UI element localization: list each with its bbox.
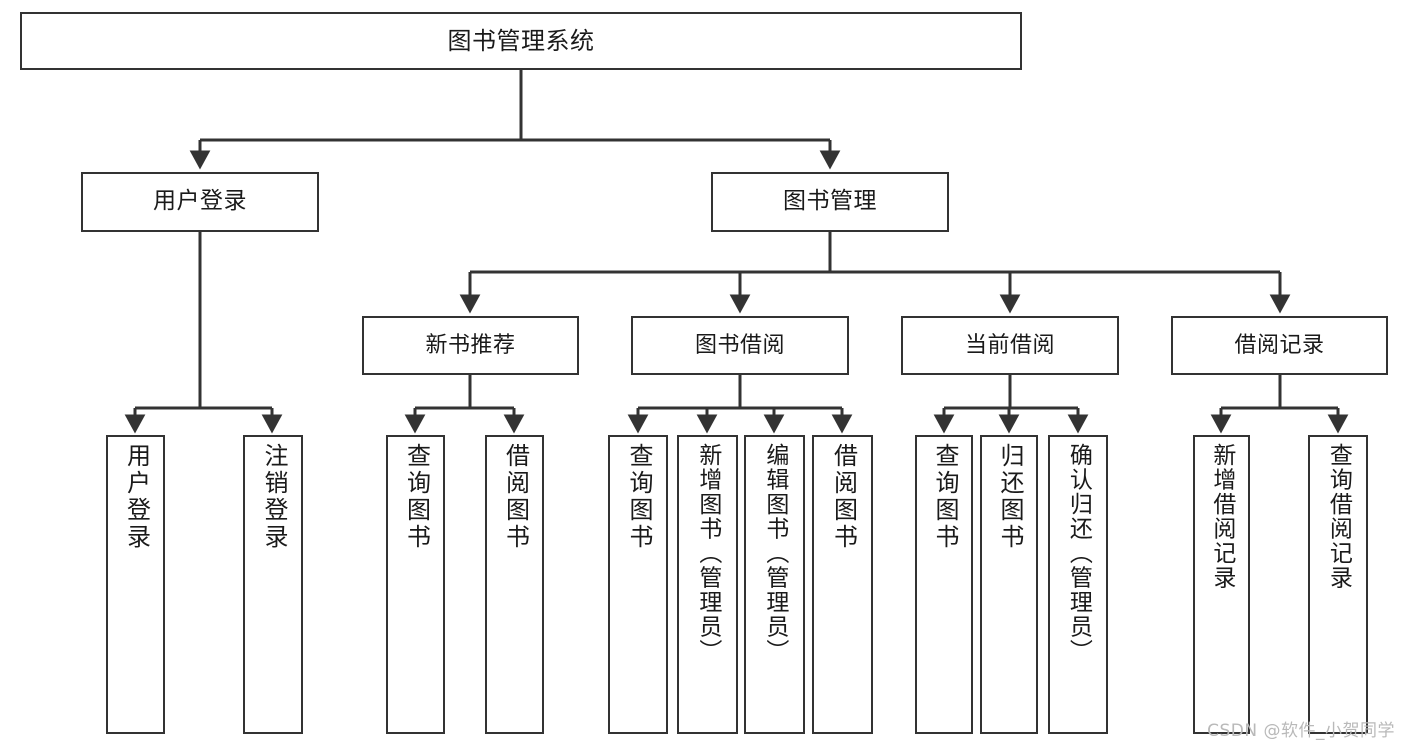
node-book-management[interactable]: 图书管理 xyxy=(711,172,949,232)
leaf-newbook-query-book[interactable]: 查询图书 xyxy=(386,435,445,734)
node-current-borrow[interactable]: 当前借阅 xyxy=(901,316,1119,375)
leaf-current-query-book[interactable]: 查询图书 xyxy=(915,435,973,734)
leaf-login-user-login-label: 用户登录 xyxy=(122,443,151,551)
leaf-record-add-record-label: 新增借阅记录 xyxy=(1208,443,1235,590)
watermark: CSDN @软件_小贺同学 xyxy=(1207,721,1395,741)
node-book-borrow[interactable]: 图书借阅 xyxy=(631,316,849,375)
leaf-current-confirm-return-admin[interactable]: 确认归还（管理员） xyxy=(1048,435,1108,734)
node-root[interactable]: 图书管理系统 xyxy=(20,12,1022,70)
node-root-label: 图书管理系统 xyxy=(447,26,595,55)
leaf-record-query-record-label: 查询借阅记录 xyxy=(1325,443,1352,590)
leaf-newbook-borrow-book-label: 借阅图书 xyxy=(501,443,530,551)
leaf-current-query-book-label: 查询图书 xyxy=(930,443,959,551)
node-borrow-record-label: 借阅记录 xyxy=(1234,332,1325,358)
node-borrow-record[interactable]: 借阅记录 xyxy=(1171,316,1388,375)
leaf-borrow-query-book-label: 查询图书 xyxy=(624,443,653,551)
node-user-login[interactable]: 用户登录 xyxy=(81,172,319,232)
leaf-borrow-edit-book-admin-label: 编辑图书（管理员） xyxy=(761,443,788,664)
node-book-management-label: 图书管理 xyxy=(783,188,877,215)
node-new-book-recommend-label: 新书推荐 xyxy=(425,332,516,358)
leaf-borrow-add-book-admin-label: 新增图书（管理员） xyxy=(694,443,721,664)
leaf-record-query-record[interactable]: 查询借阅记录 xyxy=(1308,435,1368,734)
node-user-login-label: 用户登录 xyxy=(153,188,247,215)
leaf-borrow-add-book-admin[interactable]: 新增图书（管理员） xyxy=(677,435,738,734)
node-book-borrow-label: 图书借阅 xyxy=(694,332,785,358)
leaf-borrow-edit-book-admin[interactable]: 编辑图书（管理员） xyxy=(744,435,805,734)
node-new-book-recommend[interactable]: 新书推荐 xyxy=(362,316,579,375)
leaf-current-return-book-label: 归还图书 xyxy=(995,443,1024,551)
leaf-borrow-borrow-book-label: 借阅图书 xyxy=(829,443,858,551)
leaf-login-user-login[interactable]: 用户登录 xyxy=(106,435,165,734)
leaf-record-add-record[interactable]: 新增借阅记录 xyxy=(1193,435,1250,734)
leaf-borrow-borrow-book[interactable]: 借阅图书 xyxy=(812,435,873,734)
leaf-newbook-borrow-book[interactable]: 借阅图书 xyxy=(485,435,544,734)
leaf-newbook-query-book-label: 查询图书 xyxy=(402,443,431,551)
leaf-current-confirm-return-admin-label: 确认归还（管理员） xyxy=(1065,443,1092,664)
leaf-current-return-book[interactable]: 归还图书 xyxy=(980,435,1038,734)
leaf-login-logout-label: 注销登录 xyxy=(259,443,288,551)
node-current-borrow-label: 当前借阅 xyxy=(964,332,1055,358)
leaf-login-logout[interactable]: 注销登录 xyxy=(243,435,303,734)
leaf-borrow-query-book[interactable]: 查询图书 xyxy=(608,435,668,734)
